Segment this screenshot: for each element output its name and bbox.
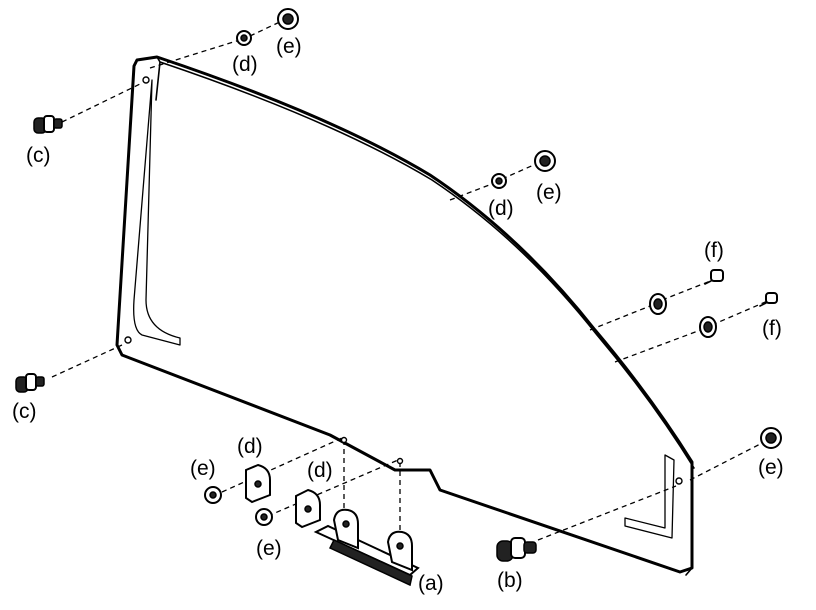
label-f-upper: (f) [704,239,724,262]
nut-e-bottom-left [204,486,222,504]
bolt-c-upper [33,115,63,134]
bracket-a [313,508,420,587]
washer-d-top [236,30,252,46]
label-c-lower: (c) [12,400,37,423]
nut-e-right [760,427,782,449]
label-b: (b) [497,569,523,592]
bolt-c-lower [15,373,45,393]
label-d-mid: (d) [488,197,514,220]
door-glass-panel [115,55,695,576]
spacer-d-left [245,463,271,504]
label-d-top: (d) [232,53,258,76]
assembly-lines [51,19,771,541]
label-e-right: (e) [758,456,784,479]
nut-e-mid [534,150,556,172]
label-e-bottom-right: (e) [256,537,282,560]
label-e-mid: (e) [536,181,562,204]
nut-e-top [277,8,299,30]
washer-d-mid [491,173,507,189]
label-d-bottom-right: (d) [307,459,333,482]
grommet-f-upper [649,293,667,315]
grommet-f-lower [699,316,717,338]
spacer-d-right [295,488,321,529]
label-f-lower: (f) [762,317,782,340]
bolt-b [496,537,537,562]
label-e-top: (e) [276,35,302,58]
screw-f-lower [759,292,778,307]
label-d-bottom-left: (d) [237,435,263,458]
nut-e-bottom-right [255,508,273,526]
label-a: (a) [418,572,444,595]
label-c-upper: (c) [26,144,51,167]
label-e-bottom-left: (e) [190,457,216,480]
screw-f-upper [704,269,724,285]
